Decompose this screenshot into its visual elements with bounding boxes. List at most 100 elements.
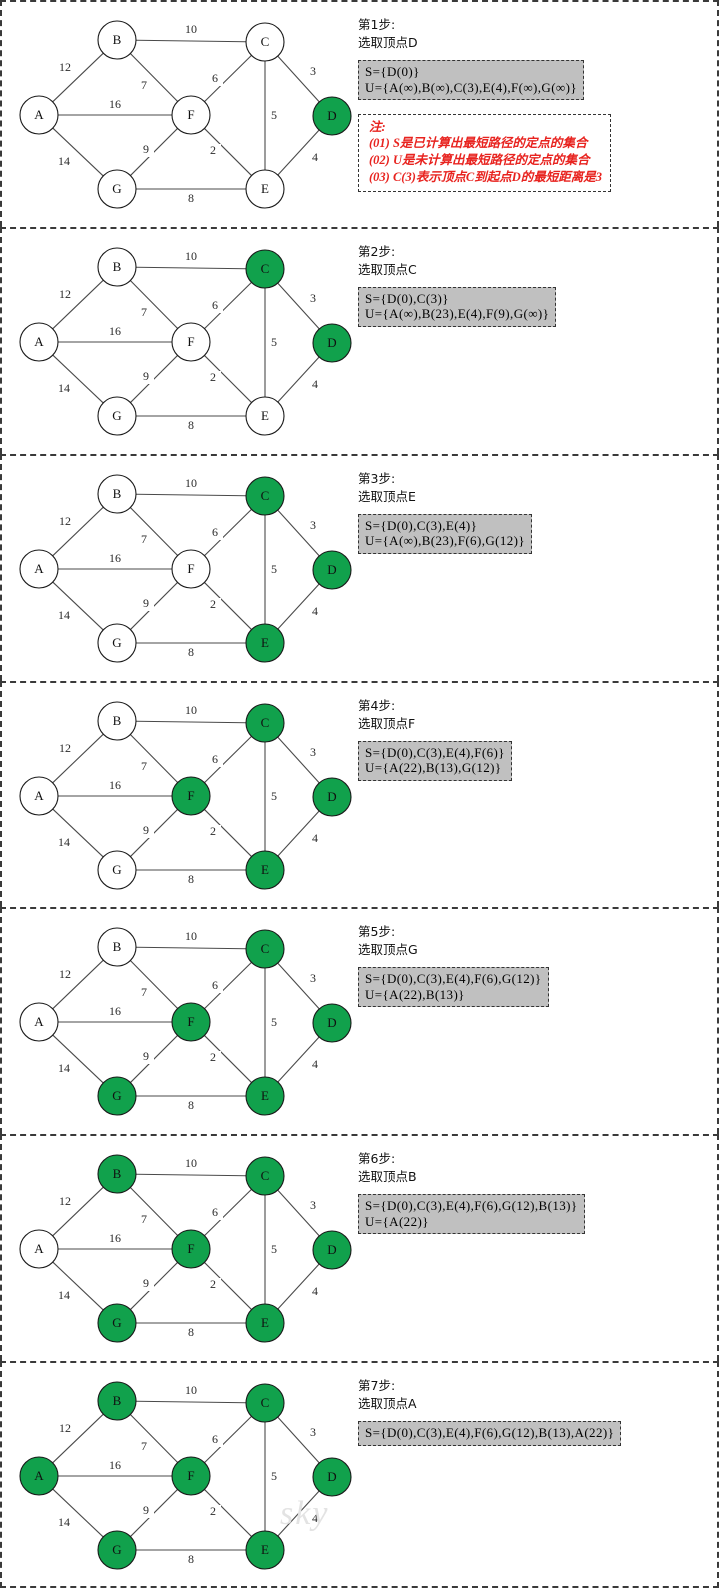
graph-node-a[interactable] [19, 549, 59, 589]
graph-node-b[interactable] [97, 20, 137, 60]
graph-node-e[interactable] [245, 1303, 285, 1343]
graph-node-f[interactable] [171, 775, 211, 816]
graph-node-label-d: D [327, 1469, 336, 1484]
graph-node-b[interactable] [97, 1381, 137, 1421]
graph-edge-e-f [204, 808, 252, 857]
graph-node-g[interactable] [97, 1076, 137, 1116]
edge-weight-backdrop [266, 562, 282, 577]
edge-weight-b-c: 10 [185, 22, 197, 36]
graph-node-f[interactable] [171, 95, 211, 135]
graph-node-e[interactable] [245, 169, 285, 209]
graph-edge-a-g [52, 127, 104, 177]
graph-node-c[interactable] [245, 1156, 285, 1196]
graph-node-b[interactable] [97, 1154, 137, 1194]
set-u-line: U={A(22)} [365, 1213, 429, 1229]
graph-node-label-c: C [261, 261, 270, 276]
step-title: 第7步: [358, 1378, 396, 1394]
edge-weight-a-g: 14 [58, 1288, 70, 1302]
graph-node-c[interactable] [245, 702, 285, 743]
graph-edge-b-f [129, 733, 179, 783]
graph-node-d[interactable] [312, 323, 352, 363]
edge-weight-a-f: 16 [109, 1458, 121, 1472]
edge-weight-backdrop [207, 1206, 223, 1221]
graph-node-g[interactable] [97, 1303, 137, 1343]
edge-weight-c-f: 6 [212, 298, 218, 312]
edge-weight-b-c: 10 [185, 1383, 197, 1397]
set-box: S={D(0),C(3),E(4),F(6),G(12),B(13)}U={A(… [358, 1194, 585, 1235]
edge-weight-backdrop [57, 1422, 73, 1437]
graph-node-g[interactable] [97, 169, 137, 209]
set-s-line: S={D(0),C(3)} [365, 290, 449, 306]
graph-node-f[interactable] [171, 1229, 211, 1269]
graph-edge-b-c [135, 266, 247, 270]
set-s-line: S={D(0),C(3),E(4),F(6)} [365, 744, 505, 760]
step-subtitle: 选取顶点D [358, 35, 418, 50]
graph-node-c[interactable] [245, 476, 285, 516]
graph-node-g[interactable] [97, 1530, 137, 1570]
edge-weight-a-g: 14 [58, 381, 70, 395]
edge-weight-backdrop [56, 1516, 72, 1531]
graph-node-c[interactable] [245, 929, 285, 969]
graph-node-e[interactable] [245, 1530, 285, 1570]
graph-node-f[interactable] [171, 322, 211, 362]
graph-node-a[interactable] [19, 1456, 59, 1496]
graph-node-f[interactable] [171, 1456, 211, 1496]
edge-weight-c-f: 6 [212, 71, 218, 85]
graph-node-e[interactable] [245, 849, 285, 890]
graph-node-e[interactable] [245, 623, 285, 663]
graph-node-g[interactable] [97, 396, 137, 436]
graph-edge-a-b [52, 1413, 104, 1464]
edge-weight-backdrop [205, 1051, 221, 1066]
graph-node-label-d: D [327, 1242, 336, 1257]
edge-weight-backdrop [107, 778, 123, 793]
graph-node-c[interactable] [245, 1383, 285, 1423]
set-u-line: U={A(22),B(13),G(12)} [365, 760, 502, 776]
edge-weight-backdrop [183, 1553, 199, 1568]
graph-node-d[interactable] [312, 1230, 352, 1270]
edge-weight-c-d: 3 [310, 64, 316, 78]
graph-edge-a-b [52, 733, 104, 783]
graph-node-d[interactable] [312, 1003, 352, 1043]
set-s-line: S={D(0),C(3),E(4),F(6),G(12)} [365, 971, 542, 987]
graph-node-f[interactable] [171, 549, 211, 589]
graph-node-a[interactable] [19, 1229, 59, 1269]
graph-node-g[interactable] [97, 849, 137, 890]
graph-node-g[interactable] [97, 623, 137, 663]
graph-node-f[interactable] [171, 1002, 211, 1042]
graph-node-b[interactable] [97, 474, 137, 514]
graph-edge-d-e [277, 1263, 320, 1310]
graph-node-a[interactable] [19, 775, 59, 816]
edge-weight-f-g: 9 [143, 822, 149, 836]
edge-weight-backdrop [183, 872, 199, 887]
graph-node-b[interactable] [97, 247, 137, 287]
graph-node-c[interactable] [245, 22, 285, 62]
graph-edge-c-d [277, 509, 320, 556]
graph-node-b[interactable] [97, 700, 137, 741]
graph-node-d[interactable] [312, 776, 352, 817]
graph-node-d[interactable] [312, 1457, 352, 1497]
graph-node-a[interactable] [19, 95, 59, 135]
edge-weight-backdrop [183, 645, 199, 660]
graph-edge-b-f [129, 506, 179, 556]
edge-weight-d-e: 4 [312, 830, 318, 844]
edge-weight-backdrop [107, 98, 123, 112]
graph-node-a[interactable] [19, 1002, 59, 1042]
graph-node-d[interactable] [312, 96, 352, 136]
graph-node-d[interactable] [312, 550, 352, 590]
graph-edge-a-g [52, 1261, 104, 1311]
graph-node-c[interactable] [245, 249, 285, 289]
graph-edge-b-f [129, 1187, 179, 1237]
graph-node-a[interactable] [19, 322, 59, 362]
graph-node-b[interactable] [97, 927, 137, 967]
graph-node-e[interactable] [245, 1076, 285, 1116]
graph-node-e[interactable] [245, 396, 285, 436]
edge-weight-a-b: 12 [59, 287, 71, 301]
graph-edge-c-d [277, 55, 320, 103]
edge-weight-a-b: 12 [59, 967, 71, 981]
